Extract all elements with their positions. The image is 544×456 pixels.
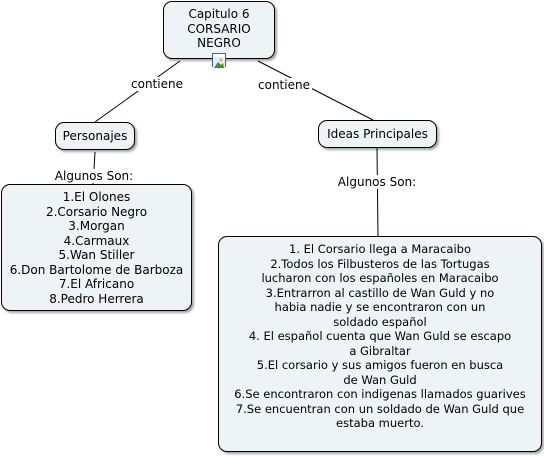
image-icon[interactable]	[212, 53, 226, 69]
ideas-item: 3.Entrarron al castillo de Wan Guld y no	[265, 285, 495, 300]
ideas-title: Ideas Principales	[327, 127, 428, 141]
personajes-item: 4.Carmaux	[63, 233, 130, 248]
personajes-item: 6.Don Bartolome de Barboza	[9, 262, 184, 277]
personajes-item: 8.Pedro Herrera	[49, 291, 144, 306]
ideas-item: estaba muerto.	[336, 416, 424, 430]
ideas-item: soldado español	[333, 314, 427, 329]
ideas-list-node[interactable]: 1. El Corsario llega a Maracaibo 2.Todos…	[218, 236, 542, 452]
ideas-item: de Wan Guld	[343, 372, 417, 387]
personajes-node[interactable]: Personajes	[55, 122, 135, 150]
root-title-line-1: Capitulo 6	[188, 7, 250, 21]
personajes-item: 3.Morgan	[68, 219, 125, 233]
ideas-item: 1. El Corsario llega a Maracaibo	[288, 242, 471, 256]
ideas-item: a Gibraltar	[349, 343, 411, 358]
ideas-item: habia nadie y se encontraron con un	[274, 300, 486, 314]
link-label-left: contiene	[129, 77, 185, 91]
ideas-link-label: Algunos Son:	[334, 175, 420, 189]
personajes-item: 7.El Africano	[58, 277, 135, 291]
ideas-item: lucharon con los españoles en Maracaibo	[261, 271, 499, 285]
ideas-node[interactable]: Ideas Principales	[318, 120, 437, 148]
ideas-item: 2.Todos los Filbusteros de las Tortugas	[270, 256, 490, 271]
ideas-item: 6.Se encontraron con indigenas llamados …	[234, 387, 526, 401]
ideas-item: 4. El español cuenta que Wan Guld se esc…	[248, 329, 512, 343]
personajes-list-node[interactable]: 1.El Olones 2.Corsario Negro 3.Morgan 4.…	[1, 184, 192, 311]
root-title-line-2: CORSARIO	[187, 21, 251, 36]
personajes-link-label: Algunos Son:	[52, 169, 136, 183]
ideas-item: 5.El corsario y sus amigos fueron en bus…	[256, 358, 504, 372]
root-title-line-3: NEGRO	[197, 36, 241, 50]
ideas-item: 7.Se encuentran con un soldado de Wan Gu…	[235, 401, 525, 416]
link-label-right: contiene	[256, 78, 312, 92]
personajes-item: 5.Wan Stiller	[58, 248, 135, 262]
personajes-item: 1.El Olones	[62, 190, 131, 204]
root-node[interactable]: Capitulo 6 CORSARIO NEGRO	[163, 1, 275, 59]
personajes-title: Personajes	[62, 129, 128, 143]
personajes-item: 2.Corsario Negro	[45, 204, 148, 219]
